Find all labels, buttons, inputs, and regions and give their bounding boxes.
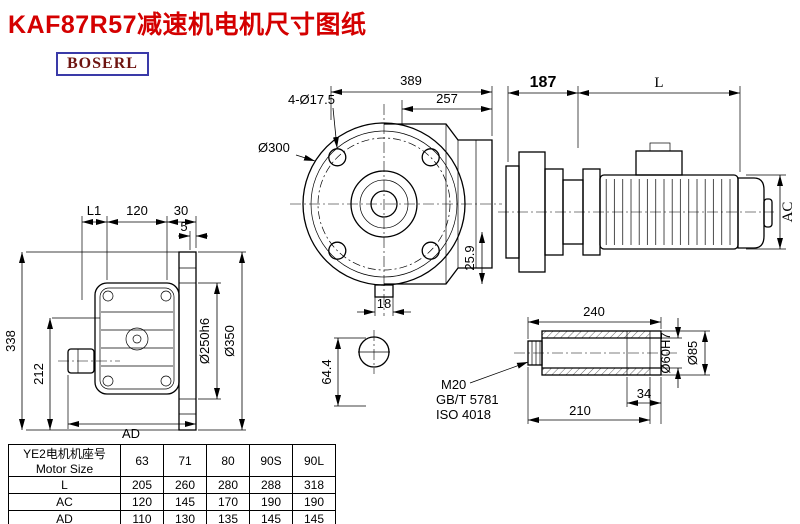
table-row: AC 120 145 170 190 190 — [8, 493, 336, 511]
reducer-bell-housing — [505, 151, 601, 273]
motor-view-dimensions: 187 L AC — [507, 74, 796, 250]
side-view-dimensions: L1 120 30 5 338 212 AD — [3, 203, 246, 441]
table-row: AD 110 130 135 145 145 — [8, 510, 336, 524]
table-header-cell: YE2电机机座号 Motor Size — [8, 444, 121, 477]
dim-ac-label: AC — [780, 202, 796, 223]
dim-25-9-label: 25.9 — [462, 245, 477, 270]
dim-338-label: 338 — [3, 330, 18, 352]
table-cell: 190 — [249, 493, 293, 511]
front-view: 389 257 4-Ø17.5 Ø300 25.9 18 — [258, 73, 502, 407]
dim-l1-label: L1 — [87, 203, 101, 218]
motor-cooling-fins — [604, 179, 736, 245]
dim-flange-dia-label: Ø300 — [258, 140, 290, 155]
hollow-shaft-section — [527, 330, 662, 376]
table-row-label: L — [8, 476, 121, 494]
fan-cover — [737, 177, 765, 249]
table-cell: 145 — [163, 493, 207, 511]
input-shaft-stub — [58, 348, 120, 374]
side-view: L1 120 30 5 338 212 AD — [3, 203, 246, 441]
table-header-en: Motor Size — [35, 462, 94, 476]
table-cell: 135 — [206, 510, 250, 524]
table-cell: 145 — [249, 510, 293, 524]
table-cell: 170 — [206, 493, 250, 511]
dim-257-label: 257 — [436, 91, 458, 106]
gearbox-body — [94, 282, 180, 395]
brand-logo: BOSERL — [56, 52, 149, 76]
table-cell: 318 — [292, 476, 336, 494]
table-cell: 120 — [120, 493, 164, 511]
table-cell: 288 — [249, 476, 293, 494]
table-size-col: 90S — [249, 444, 293, 477]
table-cell: 280 — [206, 476, 250, 494]
table-cell: 130 — [163, 510, 207, 524]
motor-view: 187 L AC — [498, 74, 796, 273]
table-size-col: 90L — [292, 444, 336, 477]
table-size-col: 80 — [206, 444, 250, 477]
table-header-row: YE2电机机座号 Motor Size 63 71 80 90S 90L — [8, 444, 336, 477]
table-cell: 190 — [292, 493, 336, 511]
terminal-box — [635, 150, 683, 176]
table-row: L 205 260 280 288 318 — [8, 476, 336, 494]
thread-spec-label: M20 — [441, 377, 466, 392]
dim-5-label: 5 — [180, 219, 187, 234]
bolt-hole — [328, 241, 347, 260]
dim-bolt-holes-label: 4-Ø17.5 — [288, 92, 335, 107]
standard-iso-label: ISO 4018 — [436, 407, 491, 422]
table-cell: 110 — [120, 510, 164, 524]
table-size-col: 63 — [120, 444, 164, 477]
table-size-col: 71 — [163, 444, 207, 477]
bottom-shaft-stub — [358, 284, 394, 374]
dim-389-label: 389 — [400, 73, 422, 88]
bolt-hole — [421, 148, 440, 167]
output-flange-plate — [178, 251, 197, 431]
dim-hub-dia-label: Ø250h6 — [197, 318, 212, 364]
dim-64-4-label: 64.4 — [319, 359, 334, 384]
dim-flange-dia-side-label: Ø350 — [222, 325, 237, 357]
motor-body — [599, 142, 773, 250]
bolt-hole — [421, 241, 440, 260]
housing-outline — [384, 123, 493, 285]
dim-18-label: 18 — [377, 296, 391, 311]
table-cell: 145 — [292, 510, 336, 524]
shaft-detail-view: 240 34 210 M20 GB/T 5781 ISO 4018 — [436, 304, 710, 424]
dim-34-label: 34 — [637, 386, 651, 401]
dim-210-label: 210 — [569, 403, 591, 418]
dim-30-label: 30 — [174, 203, 188, 218]
dim-ad-label: AD — [122, 426, 140, 441]
table-cell: 205 — [120, 476, 164, 494]
brand-text: BOSERL — [67, 55, 138, 72]
page-title: KAF87R57减速机电机尺寸图纸 — [8, 11, 367, 39]
table-row-label: AD — [8, 510, 121, 524]
dim-l-label: L — [654, 75, 663, 91]
dim-187-label: 187 — [530, 74, 557, 91]
bolt-hole — [328, 148, 347, 167]
motor-size-table: YE2电机机座号 Motor Size 63 71 80 90S 90L L 2… — [8, 444, 336, 524]
dim-bore-dia-label: Ø60H7 — [658, 332, 673, 373]
front-view-dimensions: 389 257 4-Ø17.5 Ø300 25.9 18 — [258, 73, 493, 407]
dim-240-label: 240 — [583, 304, 605, 319]
dim-120-label: 120 — [126, 203, 148, 218]
dim-od-dia-label: Ø85 — [685, 341, 700, 366]
dim-212-label: 212 — [31, 363, 46, 385]
table-row-label: AC — [8, 493, 121, 511]
table-header-cn: YE2电机机座号 — [23, 447, 106, 461]
shaft-detail-dimensions: 240 34 210 M20 GB/T 5781 ISO 4018 — [436, 304, 710, 424]
standard-gb-label: GB/T 5781 — [436, 392, 499, 407]
table-cell: 260 — [163, 476, 207, 494]
